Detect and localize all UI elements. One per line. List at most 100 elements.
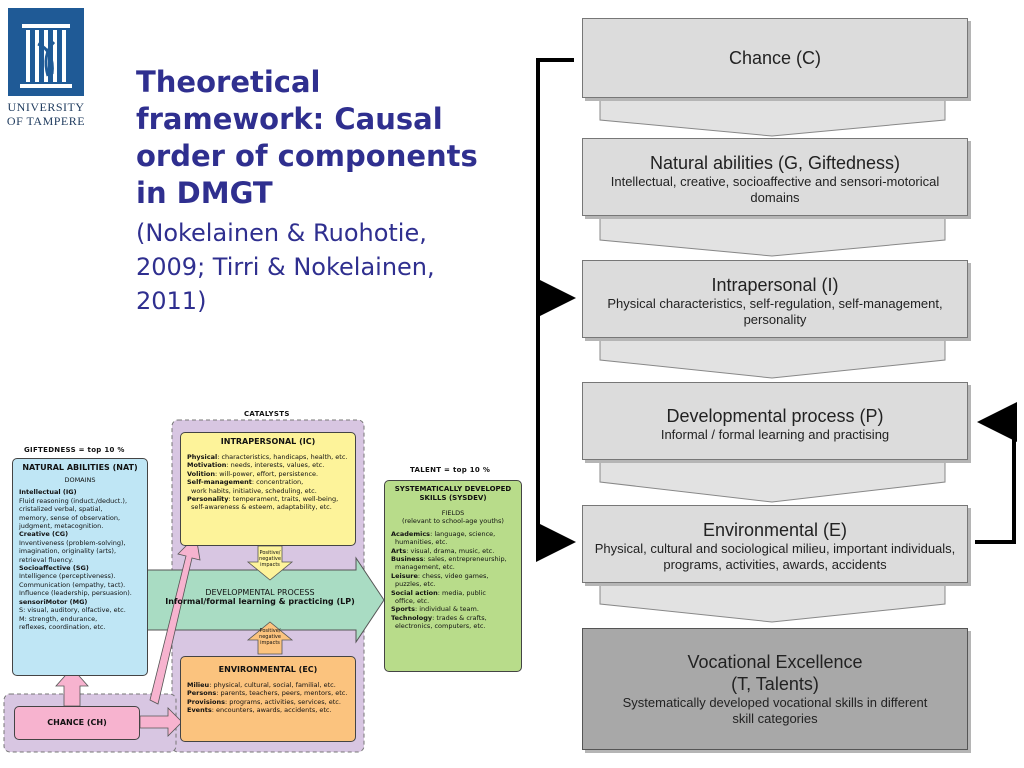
flow-box-chance: Chance (C) (582, 18, 968, 98)
sysdev-line: Sports: individual & team. (391, 605, 479, 614)
ec-lines: Milieu: physical, cultural, social, fami… (187, 681, 349, 715)
ic-line: Personality: temperament, traits, well-b… (187, 495, 339, 504)
flow-intrapersonal-sub-1: Physical characteristics, self-regulatio… (607, 296, 943, 311)
flow-natural-head: Natural abilities (G, Giftedness) (649, 153, 901, 173)
flow-developmental-head: Developmental process (P) (666, 406, 884, 426)
nat-domains: DOMAINS (64, 476, 96, 484)
title-main: Theoretical framework: Causal order of c… (136, 64, 516, 212)
nat-line: M: strength, endurance, (19, 614, 98, 623)
dmgt-diagram: CATALYSTS GIFTEDNESS = top 10 % TALENT =… (0, 400, 540, 768)
logo-text-university: UNIVERSITY (7, 100, 85, 114)
feedback-loop (975, 402, 1017, 544)
citation-line-2: 2009; Tirri & Nokelainen, (136, 253, 435, 281)
lp-text: DEVELOPMENTAL PROCESS Informal/formal le… (160, 588, 360, 606)
nat-line: Influence (leadership, persuasion). (19, 589, 132, 598)
ec-line: Provisions: programs, activities, servic… (187, 697, 341, 706)
giftedness-label: GIFTEDNESS = top 10 % (24, 446, 125, 454)
nat-box: NATURAL ABILITIES (NAT) DOMAINS Intellec… (12, 458, 148, 676)
sysdev-line: humanities, etc. (395, 538, 448, 547)
ec-line: Events: encounters, awards, accidents, e… (187, 706, 332, 715)
nat-line: memory, sense of observation, (19, 513, 121, 522)
nat-title: NATURAL ABILITIES (NAT) (22, 463, 138, 472)
nat-line: retrieval fluency. (19, 555, 74, 564)
nat-line: cristalized verbal, spatial, (19, 505, 103, 514)
title-line-2: framework: Causal (136, 102, 443, 136)
flow-vocational-head-1: Vocational Excellence (687, 652, 863, 672)
ec-line: Persons: parents, teachers, peers, mento… (187, 689, 348, 698)
sysdev-lines: Academics: language, science,humanities,… (391, 530, 515, 631)
nat-line: S: visual, auditory, olfactive, etc. (19, 606, 126, 615)
ic-line: Motivation: needs, interests, values, et… (187, 461, 325, 470)
sysdev-box: SYSTEMATICALLY DEVELOPED SKILLS (SYSDEV)… (384, 480, 522, 672)
ic-line: work habits, initiative, scheduling, etc… (191, 486, 317, 495)
flow-vocational-head-2: (T, Talents) (731, 674, 819, 694)
nat-line: Intellectual (IG) (19, 488, 77, 497)
sysdev-line: puzzles, etc. (395, 580, 436, 589)
flow-environmental-sub-2: programs, activities, awards, accidents (663, 557, 887, 572)
nat-line: reflexes, coordination, etc. (19, 622, 106, 631)
sysdev-line: Arts: visual, drama, music, etc. (391, 546, 495, 555)
flow-vocational-sub-2: skill categories (732, 711, 818, 726)
flow-intrapersonal-head: Intrapersonal (I) (711, 275, 839, 295)
logo-text-tampere: OF TAMPERE (6, 114, 86, 128)
sysdev-title-1: SYSTEMATICALLY DEVELOPED (394, 485, 512, 493)
catalysts-label: CATALYSTS (244, 410, 290, 418)
nat-line: judgment, metacognition. (19, 522, 104, 531)
ic-box: INTRAPERSONAL (IC) Physical: characteris… (180, 432, 356, 546)
ec-box: ENVIRONMENTAL (EC) Milieu: physical, cul… (180, 656, 356, 742)
flow-natural-sub-2: domains (750, 190, 800, 205)
flow-box-intrapersonal: Intrapersonal (I) Physical characteristi… (582, 260, 968, 338)
flow-vocational-sub-1: Systematically developed vocational skil… (622, 695, 928, 710)
nat-line: Communication (empathy, tact). (19, 580, 126, 589)
sysdev-line: office, etc. (395, 597, 430, 606)
chance-box: CHANCE (CH) (14, 706, 140, 740)
sysdev-line: Technology: trades & crafts, (391, 613, 487, 622)
lp-title: DEVELOPMENTAL PROCESS (205, 588, 315, 597)
flow-environmental-sub-1: Physical, cultural and sociological mili… (594, 541, 956, 556)
sysdev-line: Business: sales, entrepreneurship, (391, 555, 507, 564)
sysdev-line: Academics: language, science, (391, 529, 496, 538)
sysdev-fields-sub: (relevant to school-age youths) (402, 517, 504, 526)
flow-developmental-sub-1: Informal / formal learning and practisin… (660, 427, 890, 442)
sysdev-line: management, etc. (395, 563, 455, 572)
title-line-1: Theoretical (136, 65, 321, 99)
ic-title: INTRAPERSONAL (IC) (220, 437, 316, 446)
talent-label: TALENT = top 10 % (410, 466, 491, 474)
flow-box-environmental: Environmental (E) Physical, cultural and… (582, 505, 968, 583)
flow-box-developmental: Developmental process (P) Informal / for… (582, 382, 968, 460)
citation-line-1: (Nokelainen & Ruohotie, (136, 219, 427, 247)
ec-line: Milieu: physical, cultural, social, fami… (187, 681, 336, 689)
sysdev-title-2: SKILLS (SYSDEV) (419, 494, 487, 502)
title-citation: (Nokelainen & Ruohotie, 2009; Tirri & No… (136, 216, 516, 318)
nat-line: Inventiveness (problem-solving), (19, 538, 126, 547)
nat-line: Intelligence (perceptiveness). (19, 572, 116, 581)
ic-line: self-awareness & esteem, adaptability, e… (191, 503, 332, 512)
flow-chance-head: Chance (C) (728, 48, 822, 68)
flow-intrapersonal-sub-2: personality (743, 312, 807, 327)
title-line-3: order of components (136, 139, 478, 173)
citation-line-3: 2011) (136, 287, 207, 315)
chance-bracket (536, 58, 576, 562)
sysdev-line: Social action: media, public (391, 588, 486, 597)
sysdev-fields: FIELDS (441, 509, 465, 517)
lp-sub: Informal/formal learning & practicing (L… (165, 597, 355, 606)
ic-line: Physical: characteristics, handicaps, he… (187, 453, 348, 461)
nat-line: imagination, originality (arts), (19, 547, 117, 556)
flow-box-vocational-excellence: Vocational Excellence (T, Talents) Syste… (582, 628, 968, 750)
column-emblem-icon (20, 24, 72, 88)
ic-line: Volition: will-power, effort, persistenc… (187, 469, 319, 478)
nat-line: Fluid reasoning (induct./deduct.), (19, 496, 128, 505)
nat-line: Socioaffective (SG) (19, 564, 89, 573)
sysdev-line: electronics, computers, etc. (395, 622, 486, 631)
title-line-4: in DMGT (136, 176, 273, 210)
flow-box-natural-abilities: Natural abilities (G, Giftedness) Intell… (582, 138, 968, 216)
sysdev-line: Leisure: chess, video games, (391, 571, 489, 580)
slide-title: Theoretical framework: Causal order of c… (136, 64, 516, 318)
nat-lines: Intellectual (IG)Fluid reasoning (induct… (19, 488, 141, 631)
chance-title: CHANCE (CH) (47, 718, 107, 727)
nat-line: Creative (CG) (19, 530, 69, 539)
ic-lines: Physical: characteristics, handicaps, he… (187, 453, 349, 512)
logo-emblem (8, 8, 84, 96)
